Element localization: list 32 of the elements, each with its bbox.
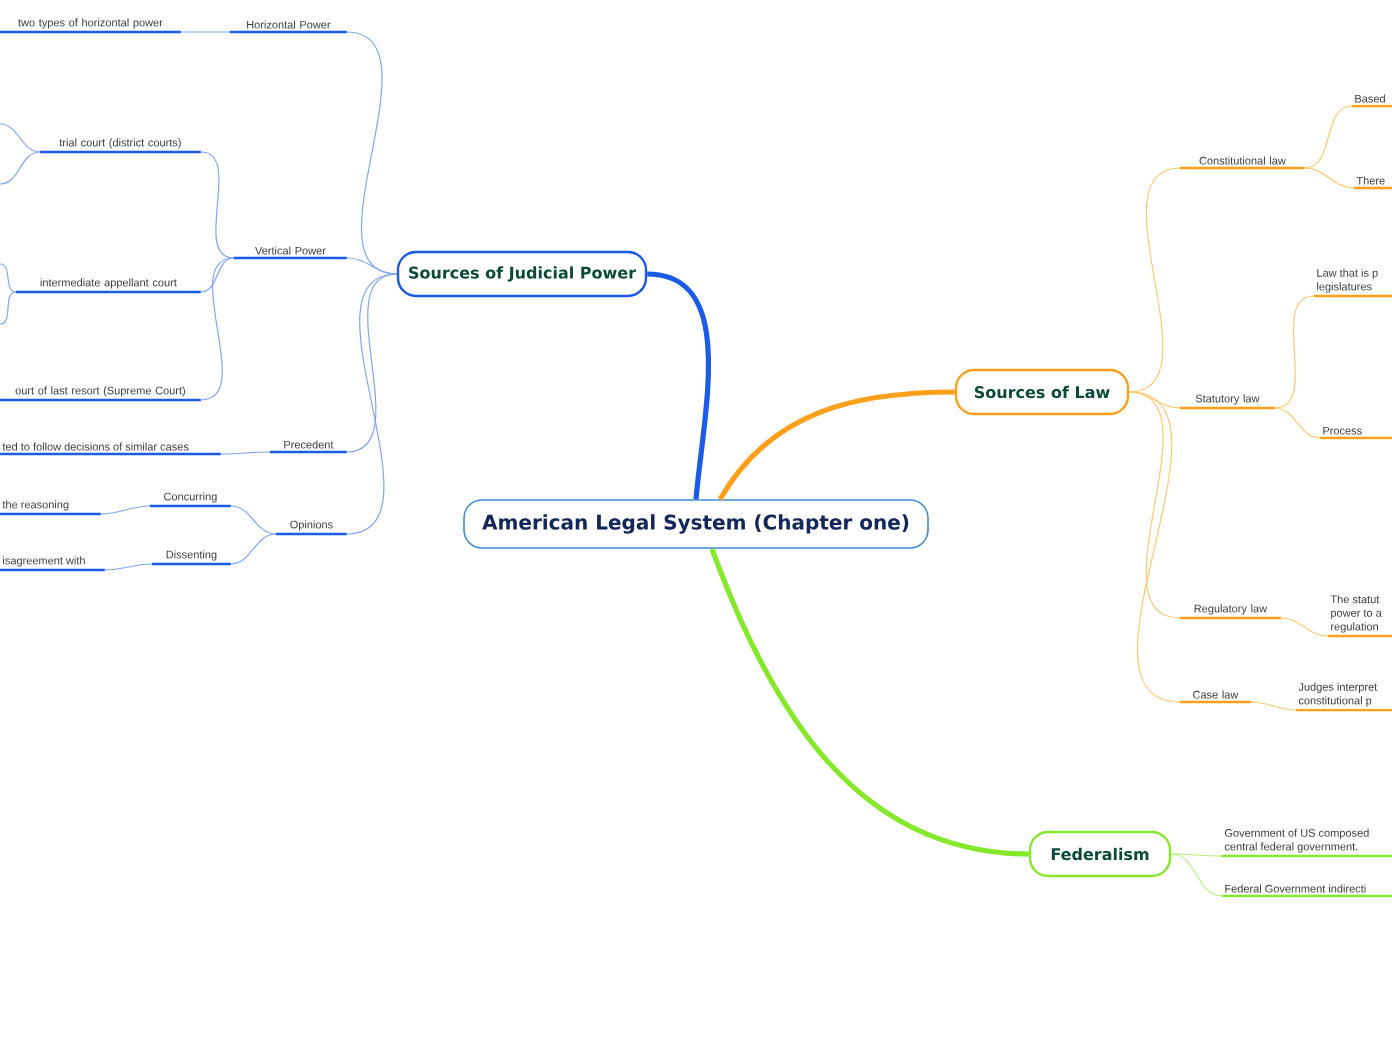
connector [0,151,41,185]
branch-line [709,547,1029,857]
connector [0,291,17,325]
connector [1170,853,1223,897]
topic-box: Sources of Law [954,368,1130,416]
connector [1128,167,1181,393]
connector [230,505,277,535]
connector [200,257,235,401]
connector [1304,105,1353,169]
branch-line [646,271,711,500]
connector [1274,295,1315,409]
topic-box: Sources of Judicial Power [396,250,648,298]
connector [1280,617,1329,637]
connector [200,257,235,293]
connector [104,563,153,571]
connector [1170,853,1223,857]
topic-box: American Legal System (Chapter one) [463,499,929,549]
connector [180,31,231,33]
connector [100,505,151,515]
connector [1250,701,1297,711]
connector [0,263,17,293]
connector [1128,391,1181,703]
topic-box: Federalism [1028,830,1172,878]
connector [346,257,398,275]
connector [230,533,277,565]
connector [200,151,235,259]
connector [346,273,398,535]
connector [1274,407,1321,439]
connector [220,451,271,455]
connector [0,123,41,153]
connector [1304,167,1355,189]
branch-line [717,389,955,501]
